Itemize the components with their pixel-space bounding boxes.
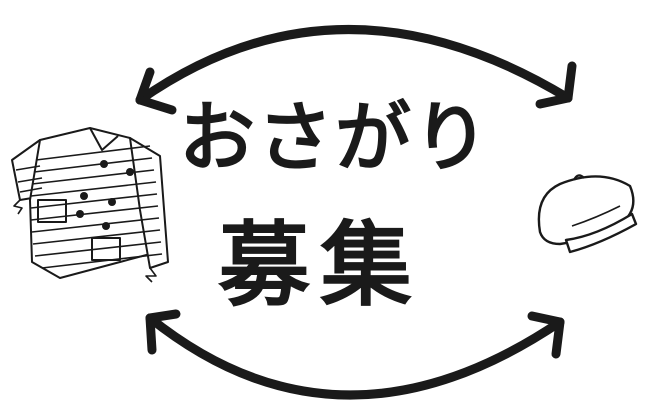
beret-hat-icon — [537, 174, 638, 254]
bottom-double-arrow-icon — [145, 309, 565, 400]
top-double-arrow-icon — [135, 25, 577, 115]
headline-osagari: おさがり — [179, 93, 491, 182]
striped-jacket-icon — [11, 127, 169, 283]
headline-bosyu: 募集 — [217, 211, 422, 319]
